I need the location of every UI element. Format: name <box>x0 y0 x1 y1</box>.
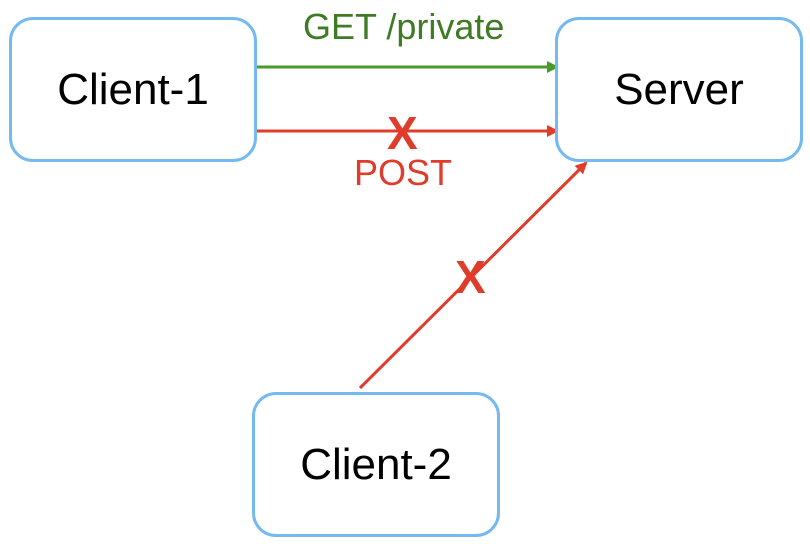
client-2-label: Client-2 <box>300 439 452 489</box>
server-node: Server <box>555 17 803 162</box>
post-blocked-mark: X <box>387 107 418 159</box>
client2-arrow <box>358 161 588 390</box>
server-label: Server <box>614 64 744 114</box>
get-request-label: GET /private <box>303 6 505 47</box>
client-1-node: Client-1 <box>9 17 257 162</box>
client2-blocked-mark: X <box>455 251 486 303</box>
client-1-label: Client-1 <box>57 64 209 114</box>
client-2-node: Client-2 <box>252 392 500 537</box>
post-request-label: POST <box>354 152 453 193</box>
